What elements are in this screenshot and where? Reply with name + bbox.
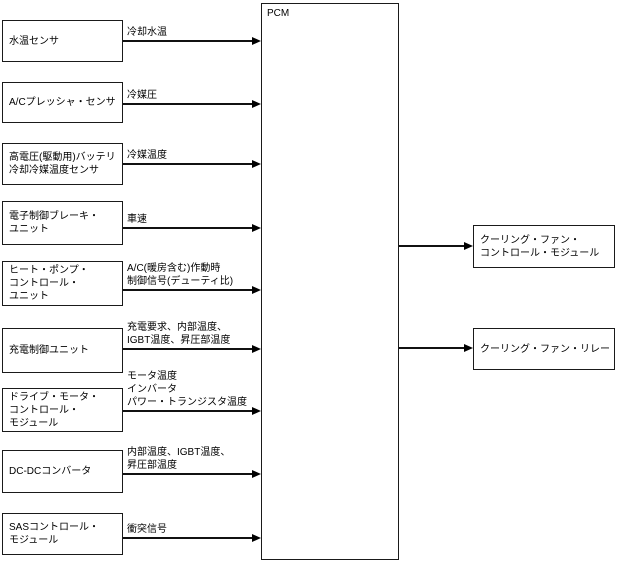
- signal-label: 内部温度、IGBT温度、 昇圧部温度: [127, 447, 231, 471]
- node-label: クーリング・ファン・リレー: [480, 343, 610, 355]
- node-ac-pressure-sensor: A/Cプレッシャ・センサ: [2, 82, 123, 123]
- node-sas-control-module: SASコントロール・ モジュール: [2, 513, 123, 555]
- connector-line: [399, 347, 465, 349]
- arrow-head-icon: [464, 242, 473, 250]
- node-label: A/Cプレッシャ・センサ: [9, 97, 116, 108]
- node-electronic-brake-unit: 電子制御ブレーキ・ ユニット: [2, 201, 123, 245]
- node-label: ヒート・ポンプ・ コントロール・ ユニット: [9, 265, 89, 302]
- node-label: SASコントロール・ モジュール: [9, 522, 100, 546]
- connector-line: [123, 163, 253, 165]
- signal-label: 冷却水温: [127, 27, 167, 38]
- connector-line: [123, 410, 253, 412]
- node-label: 高電圧(駆動用)バッテリ 冷却冷媒温度センサ: [9, 152, 116, 176]
- node-label: 充電制御ユニット: [9, 345, 89, 356]
- connector-line: [123, 227, 253, 229]
- node-water-temp-sensor: 水温センサ: [2, 20, 123, 62]
- pcm-block: PCM: [261, 3, 399, 560]
- node-heat-pump-control-unit: ヒート・ポンプ・ コントロール・ ユニット: [2, 261, 123, 306]
- node-cooling-fan-control-module: クーリング・ファン・ コントロール・モジュール: [473, 225, 615, 268]
- arrow-head-icon: [464, 344, 473, 352]
- signal-label: A/C(暖房含む)作動時 制御信号(デューティ比): [127, 263, 234, 287]
- signal-label: 冷媒温度: [127, 150, 167, 161]
- signal-label: 充電要求、内部温度、 IGBT温度、昇圧部温度: [127, 322, 231, 346]
- pcm-label: PCM: [267, 8, 290, 19]
- arrow-head-icon: [252, 407, 261, 415]
- arrow-head-icon: [252, 160, 261, 168]
- arrow-head-icon: [252, 286, 261, 294]
- arrow-head-icon: [252, 100, 261, 108]
- node-label: ドライブ・モータ・ コントロール・ モジュール: [9, 391, 99, 429]
- node-cooling-fan-relay: クーリング・ファン・リレー: [473, 328, 615, 370]
- signal-label: モータ温度 インバータ パワー・トランジスタ温度: [127, 371, 247, 408]
- arrow-head-icon: [252, 470, 261, 478]
- node-label: DC-DCコンバータ: [9, 466, 92, 477]
- connector-line: [123, 289, 253, 291]
- node-charge-control-unit: 充電制御ユニット: [2, 328, 123, 373]
- connector-line: [399, 245, 465, 247]
- connector-line: [123, 473, 253, 475]
- arrow-head-icon: [252, 224, 261, 232]
- node-drive-motor-control-module: ドライブ・モータ・ コントロール・ モジュール: [2, 388, 123, 432]
- node-label: 電子制御ブレーキ・ ユニット: [9, 211, 99, 235]
- arrow-head-icon: [252, 534, 261, 542]
- connector-line: [123, 537, 253, 539]
- node-hv-battery-coolant-temp-sensor: 高電圧(駆動用)バッテリ 冷却冷媒温度センサ: [2, 143, 123, 185]
- connector-line: [123, 348, 253, 350]
- signal-label: 衝突信号: [127, 524, 167, 535]
- connector-line: [123, 40, 253, 42]
- signal-label: 冷媒圧: [127, 90, 157, 101]
- node-label: クーリング・ファン・ コントロール・モジュール: [480, 234, 600, 259]
- connector-line: [123, 103, 253, 105]
- node-label: 水温センサ: [9, 35, 59, 47]
- arrow-head-icon: [252, 345, 261, 353]
- node-dcdc-converter: DC-DCコンバータ: [2, 450, 123, 493]
- signal-label: 車速: [127, 214, 147, 225]
- arrow-head-icon: [252, 37, 261, 45]
